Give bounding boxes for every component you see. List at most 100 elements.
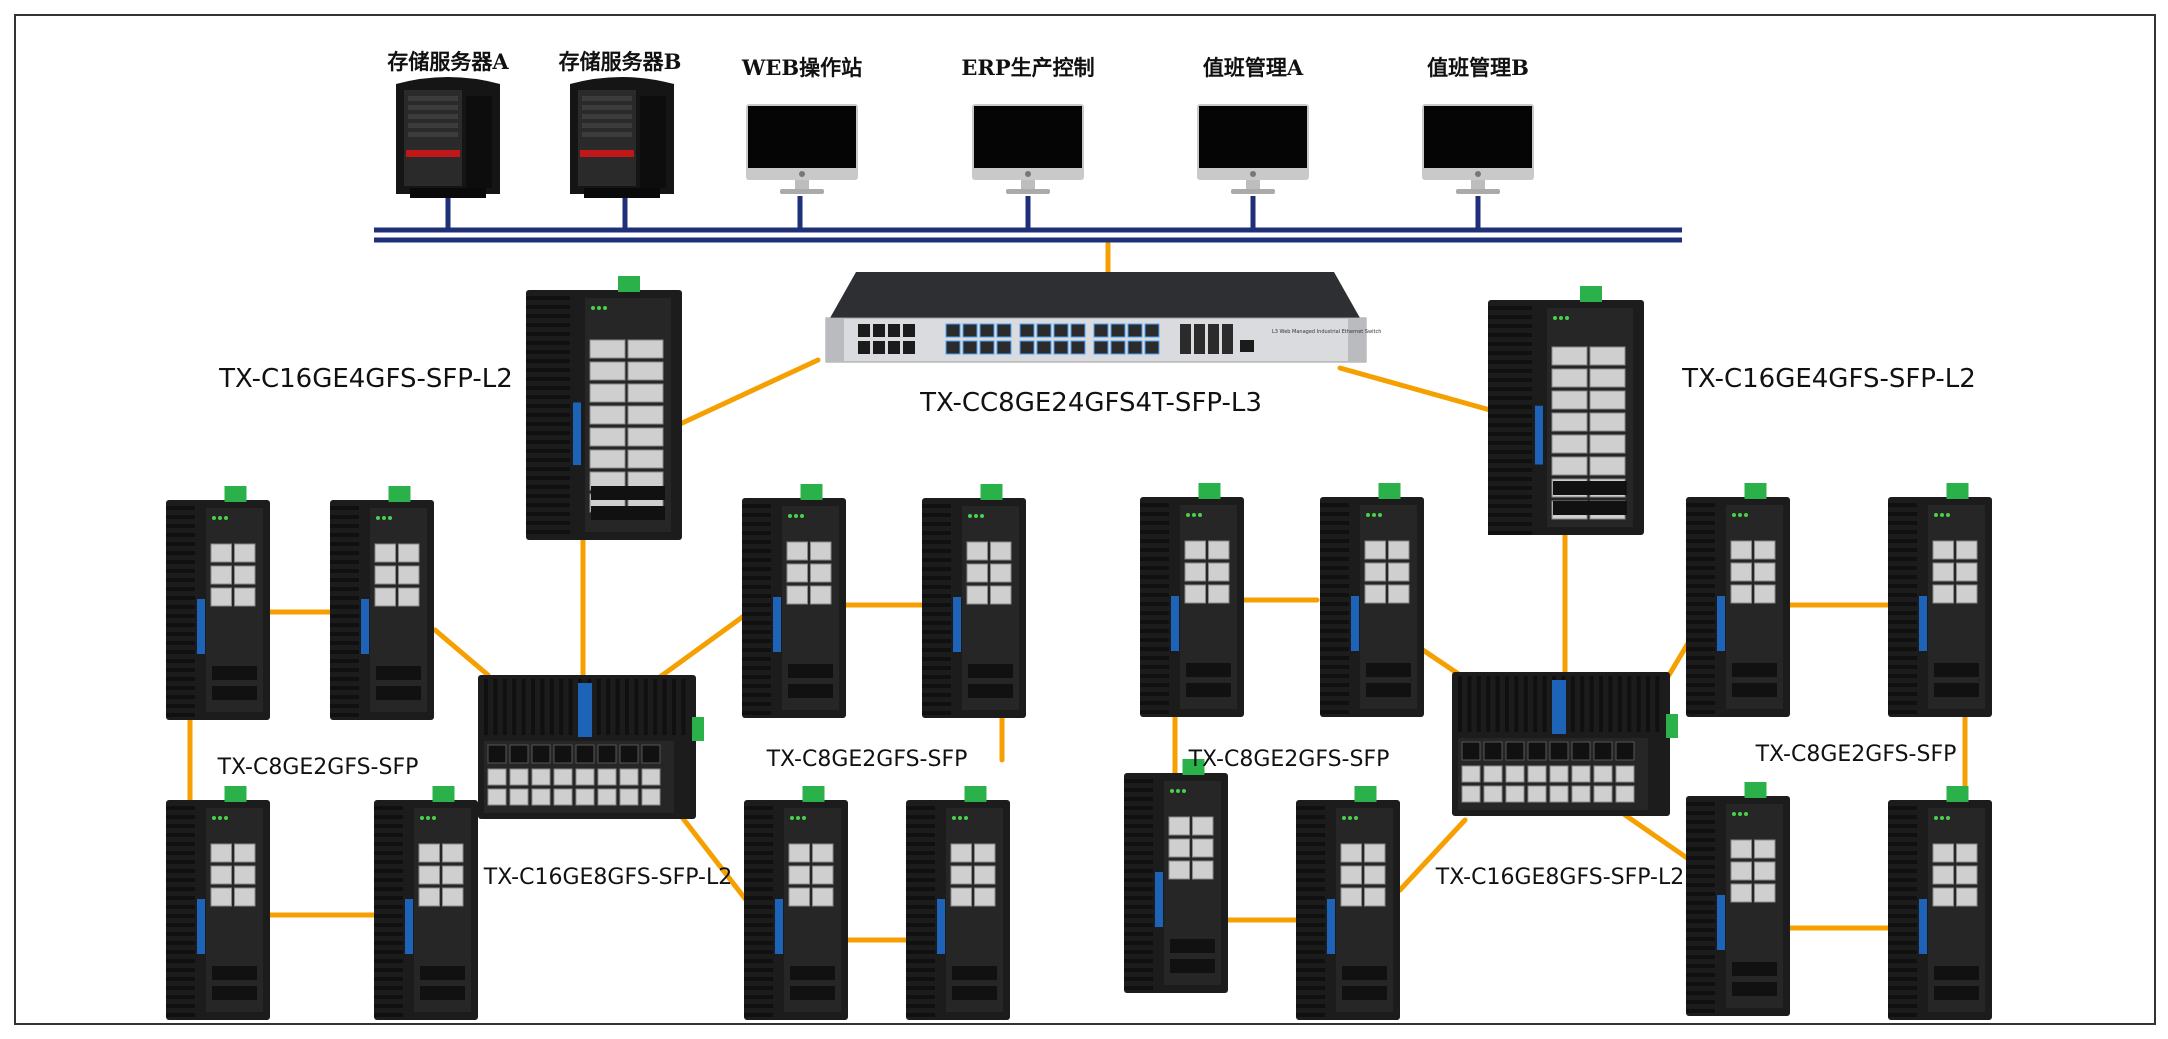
heatsink-fin: [1320, 629, 1349, 633]
rj45-port: [210, 843, 232, 863]
rj45-port: [234, 887, 256, 907]
sfp-port: [979, 340, 995, 355]
heatsink-fin: [1124, 977, 1153, 981]
rj45-port: [1571, 785, 1591, 803]
rj45-port: [575, 768, 595, 786]
heatsink-fin: [1296, 923, 1325, 927]
status-led: [1342, 816, 1346, 820]
status-led: [1553, 316, 1557, 320]
logo-icon: [1475, 171, 1481, 177]
status-led: [1946, 513, 1950, 517]
sfp-slot: [790, 986, 835, 1000]
heatsink-fin: [526, 485, 570, 489]
sfp-slot: [788, 664, 833, 678]
heatsink-fin: [1140, 683, 1169, 687]
heatsink-fin: [1320, 674, 1349, 678]
rj45-port: [234, 587, 256, 607]
rj45-port: [788, 865, 810, 885]
heatsink-fin: [330, 650, 359, 654]
heatsink-fin: [526, 431, 570, 435]
rj45-port: [1527, 785, 1547, 803]
server-storage-a: [396, 77, 500, 198]
heatsink-fin: [330, 713, 359, 717]
rj45-port: [1549, 765, 1569, 783]
rj45-port: [786, 585, 808, 605]
heatsink-fin: [922, 585, 951, 589]
status-led: [432, 816, 436, 820]
heatsink-fin: [1888, 629, 1917, 633]
status-led: [1366, 513, 1370, 517]
brand-badge: [578, 683, 592, 737]
heatsink-fin: [1320, 521, 1349, 525]
heatsink-fin: [526, 368, 570, 372]
heatsink-fin: [906, 869, 935, 873]
heatsink-fin: [1488, 351, 1532, 355]
rj45-port: [1571, 765, 1591, 783]
heatsink-fin: [1627, 676, 1632, 732]
uplink-port: [1222, 324, 1233, 354]
ring-switch-11: [744, 786, 848, 1020]
heatsink-fin: [1488, 477, 1532, 481]
dist-switch-right-label: TX-C16GE4GFS-SFP-L2: [1682, 364, 1976, 394]
sfp-slot: [376, 686, 421, 700]
heatsink-fin: [166, 896, 195, 900]
rj45-port: [990, 541, 1012, 561]
heatsink-fin: [1488, 360, 1532, 364]
rj45-port: [974, 843, 996, 863]
heatsink-fin: [922, 639, 951, 643]
power-terminal: [1580, 286, 1602, 302]
power-terminal: [1946, 786, 1969, 802]
heatsink-fin: [1320, 575, 1349, 579]
heatsink-fin: [374, 905, 403, 909]
sfp-port: [1483, 741, 1503, 761]
rj45-port: [627, 427, 664, 447]
sfp-port: [1144, 340, 1160, 355]
heatsink-fin: [330, 704, 359, 708]
heatsink-fin: [1296, 869, 1325, 873]
rj45-port: [619, 788, 639, 806]
heatsink-fin: [1686, 692, 1715, 696]
rj45-port: [589, 449, 626, 469]
network-link: [675, 809, 753, 908]
heatsink-fin: [744, 1004, 773, 1008]
heatsink-fin: [1686, 910, 1715, 914]
sfp-port: [1461, 741, 1481, 761]
rj45-port: [374, 587, 396, 607]
sfp-port: [1549, 741, 1569, 761]
heatsink-fin: [1124, 842, 1153, 846]
sfp-slot: [1170, 939, 1215, 953]
heatsink-fin: [742, 594, 771, 598]
heatsink-fin: [1888, 959, 1917, 963]
heatsink-fin: [1124, 959, 1153, 963]
heatsink-fin: [744, 869, 773, 873]
rj45-port: [1340, 887, 1362, 907]
heatsink-fin: [1296, 905, 1325, 909]
status-led: [212, 816, 216, 820]
heatsink-fin: [742, 648, 771, 652]
rj45-port: [786, 563, 808, 583]
sfp-slot: [212, 986, 257, 1000]
heatsink-fin: [922, 603, 951, 607]
drive-bay: [408, 123, 458, 128]
heatsink-fin: [1124, 788, 1153, 792]
sfp-port: [1505, 741, 1525, 761]
heatsink-fin: [374, 923, 403, 927]
rj45-port: [903, 324, 915, 337]
heatsink-fin: [1686, 566, 1715, 570]
heatsink-fin: [330, 605, 359, 609]
heatsink-fin: [1686, 928, 1715, 932]
logo-icon: [1250, 171, 1256, 177]
heatsink-fin: [1888, 833, 1917, 837]
rj45-port: [1364, 562, 1386, 582]
ring-label-1: TX-C8GE2GFS-SFP: [217, 755, 419, 780]
heatsink-fin: [1124, 968, 1153, 972]
heatsink-fin: [906, 1004, 935, 1008]
rj45-port: [1184, 584, 1206, 604]
logo-icon: [799, 171, 805, 177]
uplink-port: [1194, 324, 1205, 354]
heatsink-fin: [1320, 647, 1349, 651]
rj45-port: [1593, 765, 1613, 783]
sfp-port: [553, 744, 573, 764]
heatsink-fin: [1617, 676, 1622, 732]
brand-badge: [1351, 596, 1359, 651]
